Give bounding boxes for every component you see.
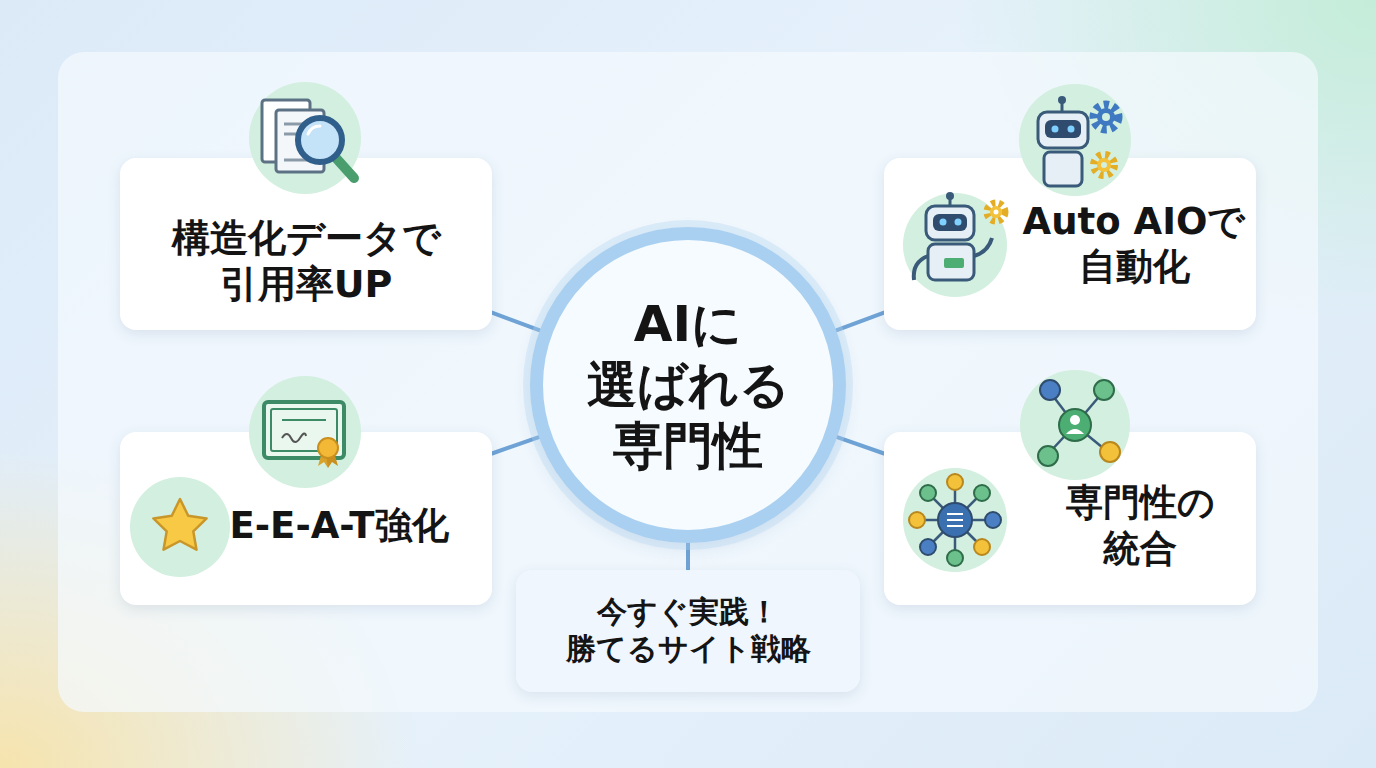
- connector-line: [492, 437, 539, 453]
- connector-line: [492, 313, 540, 331]
- hub-circle: AIに 選ばれる 専門性: [530, 227, 846, 543]
- node-label: E-E-A-T強化: [229, 503, 448, 548]
- action-box: 今すぐ実践！ 勝てるサイト戦略: [516, 570, 860, 692]
- feature-box: Auto AIOで 自動化: [884, 158, 1256, 330]
- feature-box: 専門性の 統合: [884, 432, 1256, 605]
- feature-box: 構造化データで 引用率UP: [120, 158, 492, 330]
- connector-line: [837, 437, 884, 453]
- node-label: 構造化データで 引用率UP: [156, 215, 456, 308]
- feature-box: E-E-A-T強化: [120, 432, 492, 605]
- node-label: 専門性の 統合: [1050, 480, 1230, 570]
- connector-line: [686, 543, 690, 570]
- connector-line: [836, 313, 884, 331]
- node-label: AIに 選ばれる 専門性: [581, 294, 796, 477]
- node-label: Auto AIOで 自動化: [1019, 199, 1249, 289]
- node-label: 今すぐ実践！ 勝てるサイト戦略: [563, 594, 813, 667]
